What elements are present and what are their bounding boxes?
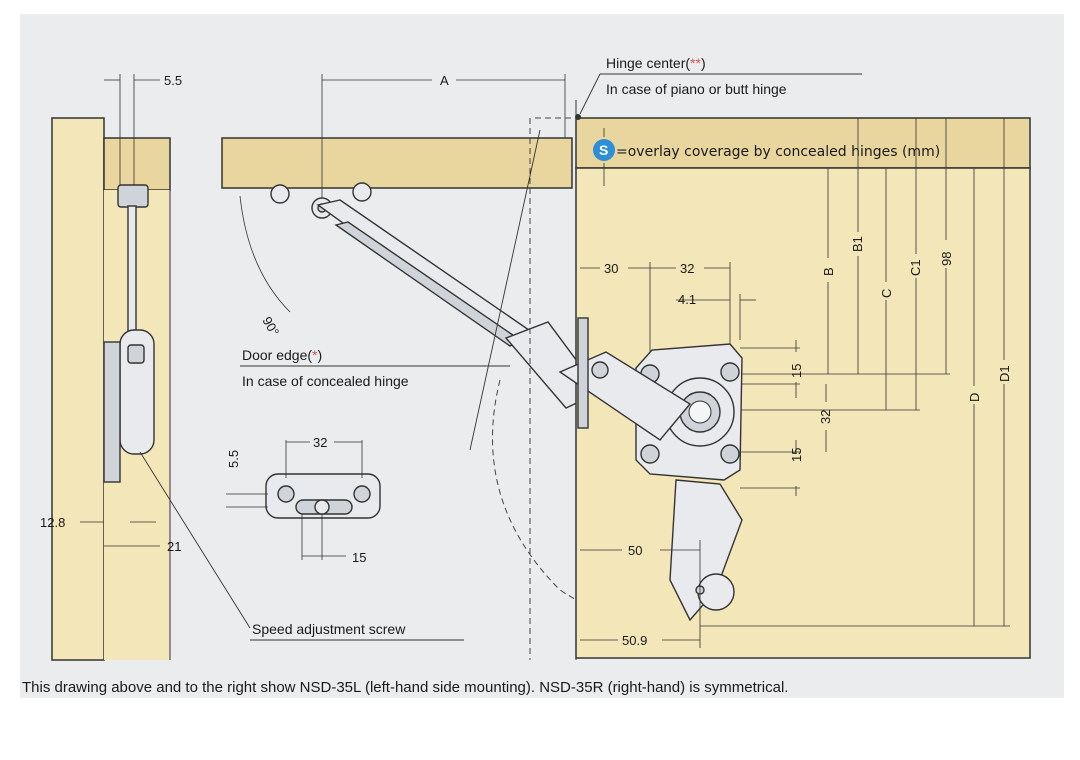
dim-D: D	[967, 393, 982, 402]
dim-B: B	[821, 267, 836, 276]
dim-15-upper: 15	[789, 364, 804, 378]
s-badge-label: S	[599, 142, 608, 158]
side-panel-left	[51, 117, 105, 661]
front-view: Hinge center(**) In case of piano or but…	[558, 55, 1031, 660]
diagram-caption: This drawing above and to the right show…	[22, 679, 788, 696]
dim-D1: D1	[997, 365, 1012, 382]
dim-4-1: 4.1	[678, 292, 696, 307]
overlay-coverage-label: =overlay coverage by concealed hinges (m…	[616, 144, 940, 160]
dim-A: A	[440, 73, 449, 88]
side-view: 5.5 12.8 21 Speed adjustment screw	[40, 73, 464, 661]
mounting-plate-detail: 32 5.5 15	[226, 435, 381, 565]
dim-50-9: 50.9	[622, 633, 647, 648]
dim-32-top: 32	[680, 261, 694, 276]
piano-butt-label: In case of piano or butt hinge	[606, 81, 787, 97]
dim-32-vertical: 32	[818, 410, 833, 424]
top-view: A 90° Door edge(*) In case of concealed …	[221, 73, 701, 660]
concealed-hinge-label: In case of concealed hinge	[242, 373, 409, 389]
plate-dim-5-5: 5.5	[226, 450, 241, 468]
dim-98: 98	[939, 252, 954, 266]
cabinet-top-board	[221, 137, 573, 189]
dim-5-5-top: 5.5	[164, 73, 182, 88]
s-badge	[593, 139, 615, 161]
dim-15-lower: 15	[789, 448, 804, 462]
dim-21: 21	[167, 539, 181, 554]
front-top-board	[575, 117, 1031, 169]
plate-dim-32: 32	[313, 435, 327, 450]
dim-12-8: 12.8	[40, 515, 65, 530]
dim-30: 30	[604, 261, 618, 276]
side-top-panel	[103, 137, 171, 191]
dim-50: 50	[628, 543, 642, 558]
door-edge-label: Door edge(*)	[242, 347, 322, 363]
dim-C1: C1	[908, 259, 923, 276]
dim-C: C	[879, 289, 894, 298]
speed-adjustment-screw-label: Speed adjustment screw	[252, 621, 406, 637]
plate-dim-15: 15	[352, 550, 366, 565]
dim-B1: B1	[850, 236, 865, 252]
hinge-center-label: Hinge center(**)	[606, 55, 706, 71]
